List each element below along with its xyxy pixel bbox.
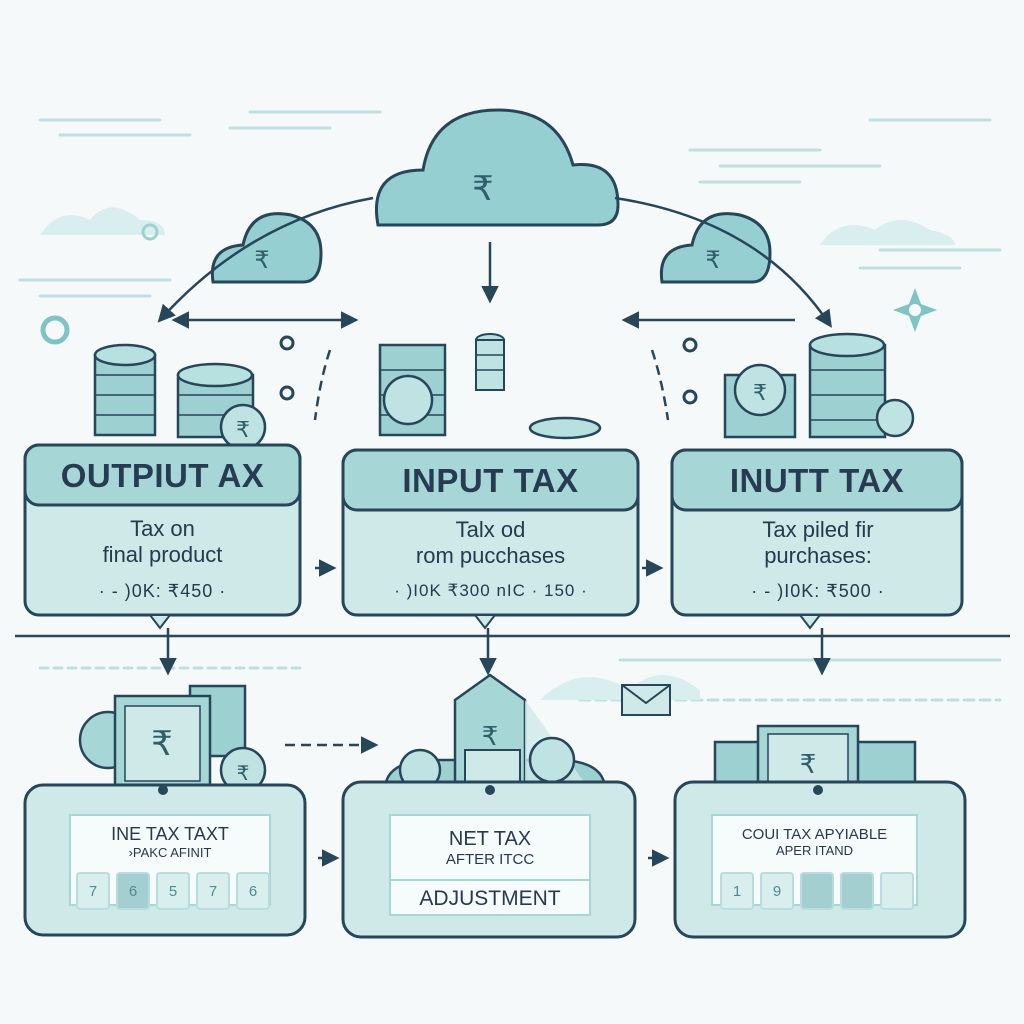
flow-arrows-top [157, 196, 832, 421]
net-tax-label-1: INE TAX TAXT ›PAKC AFINIT [70, 818, 270, 866]
tile: 5 [156, 872, 190, 910]
dot-icon [682, 337, 698, 353]
svg-text:₹: ₹ [705, 246, 720, 274]
svg-text:₹: ₹ [236, 418, 250, 443]
desc-line: rom pucchases [415, 543, 566, 568]
input-tax-2-amount: · - )I0K: ₹500 · [751, 580, 885, 601]
label-line: ›PAKC AFINIT [128, 845, 212, 860]
svg-text:₹: ₹ [254, 246, 269, 274]
banknote-icon: ₹ ₹ [78, 684, 267, 794]
tile-row: 1 9 [720, 872, 914, 910]
svg-text:₹: ₹ [482, 722, 499, 752]
tile: 9 [760, 872, 794, 910]
label-line: NET TAX [448, 828, 532, 850]
tile-row: 7 6 5 7 6 [76, 872, 270, 910]
coin-stack-icon: ₹ [93, 343, 267, 451]
svg-text:₹: ₹ [151, 724, 173, 764]
dot-icon [279, 335, 295, 351]
svg-text:₹: ₹ [237, 761, 250, 785]
desc-line: purchases: [764, 543, 872, 568]
dot-icon [279, 385, 295, 401]
cloud-rupee-icon: ₹ [659, 212, 772, 284]
dot-icon [682, 389, 698, 405]
sparkle-icon [893, 288, 937, 332]
desc-line: Tax on [130, 516, 195, 541]
gear-icon [40, 315, 70, 345]
tile: 6 [116, 872, 150, 910]
side-arrows-bottom [285, 736, 670, 867]
output-tax-title: OUTPIUT AX [60, 457, 265, 494]
input-tax-title-2: INUTT TAX [729, 462, 905, 499]
tile [800, 872, 834, 910]
coin-stack-icon: ₹ [723, 332, 915, 439]
desc-line: final product [102, 542, 223, 567]
tile: 1 [720, 872, 754, 910]
net-tax-label-3: COUI TAX APYIABLE APER ITAND [712, 818, 917, 866]
coin-stack-icon [378, 333, 602, 440]
input-tax-amount: · )I0K ₹300 nIC · 150 · [394, 581, 588, 600]
adjustment-label: ADJUSTMENT [390, 884, 590, 914]
tile: 7 [196, 872, 230, 910]
input-tax-2-description: Tax piled fir purchases: [688, 514, 948, 572]
desc-line: Talx od [455, 517, 526, 542]
net-tax-label-2: NET TAX AFTER ITCC [390, 818, 590, 878]
label-line: ADJUSTMENT [419, 887, 561, 910]
output-tax-description: Tax on final product [40, 512, 285, 572]
label-line: APER ITAND [775, 843, 854, 858]
tile: 6 [236, 872, 270, 910]
svg-text:₹: ₹ [800, 750, 817, 780]
desc-line: Tax piled fir [762, 517, 874, 542]
svg-text:₹: ₹ [472, 169, 494, 209]
dot-icon [141, 223, 159, 241]
label-line: INE TAX TAXT [111, 824, 229, 844]
cloud-rupee-icon: ₹ [210, 212, 323, 284]
envelope-icon [621, 684, 671, 716]
output-tax-amount: · - )0K: ₹450 · [98, 580, 227, 601]
input-tax-description: Talx od rom pucchases [358, 514, 623, 572]
label-line: AFTER ITCC [445, 851, 535, 868]
input-tax-title: INPUT TAX [402, 462, 579, 499]
tile [880, 872, 914, 910]
tile: 7 [76, 872, 110, 910]
svg-text:₹: ₹ [753, 381, 767, 406]
top-panels [23, 443, 964, 630]
down-arrows [159, 628, 831, 676]
label-line: COUI TAX APYIABLE [741, 826, 888, 843]
cloud-rupee-icon: ₹ [375, 108, 620, 227]
tile [840, 872, 874, 910]
